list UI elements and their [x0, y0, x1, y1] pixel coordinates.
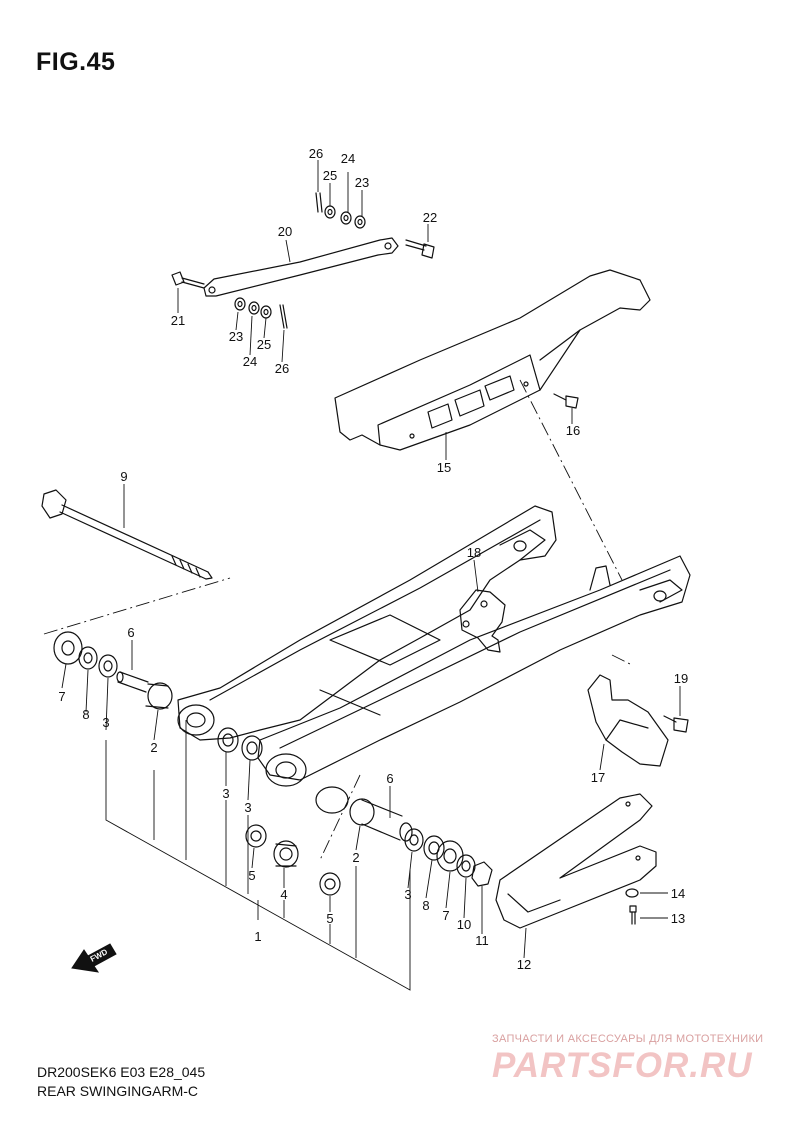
callout-26: 26 — [309, 146, 323, 161]
callout-17: 17 — [591, 770, 605, 785]
callout-4: 4 — [280, 887, 287, 902]
watermark-tagline: ЗАПЧАСТИ И АКСЕССУАРЫ ДЛЯ МОТОТЕХНИКИ — [492, 1033, 764, 1045]
callout-13: 13 — [671, 911, 685, 926]
torque-rod-part — [203, 237, 399, 297]
callout-3: 3 — [222, 786, 229, 801]
bolt-21-part — [171, 271, 205, 289]
callout-9: 9 — [120, 469, 127, 484]
callout-7: 7 — [442, 908, 449, 923]
callout-6: 6 — [127, 625, 134, 640]
callout-8: 8 — [82, 707, 89, 722]
bolt-22-part — [405, 239, 435, 259]
callout-25: 25 — [257, 337, 271, 352]
callout-23: 23 — [229, 329, 243, 344]
callout-18: 18 — [467, 545, 481, 560]
right-bearing-stack — [349, 798, 493, 887]
upper-fasteners — [315, 192, 366, 229]
callout-1: 1 — [254, 929, 261, 944]
callout-24: 24 — [243, 354, 257, 369]
chain-buffer-part — [495, 793, 657, 929]
callout-2: 2 — [352, 850, 359, 865]
model-code-label: DR200SEK6 E03 E28_045 — [37, 1064, 206, 1080]
figure-title: FIG.45 — [36, 48, 116, 76]
bolt-13-part — [629, 905, 637, 925]
pivot-bolt-part — [41, 489, 213, 580]
callout-11: 11 — [475, 933, 489, 948]
lower-fasteners — [234, 297, 288, 329]
watermark-logo: PARTSFOR.RU — [492, 1046, 753, 1085]
washer-14-part — [625, 888, 639, 898]
callout-5: 5 — [326, 911, 333, 926]
callout-12: 12 — [517, 957, 531, 972]
callout-3: 3 — [244, 800, 251, 815]
callout-8: 8 — [422, 898, 429, 913]
chain-case-part — [334, 269, 651, 451]
callout-7: 7 — [58, 689, 65, 704]
swingarm-part — [177, 505, 691, 814]
section-name-label: REAR SWINGINGARM-C — [37, 1083, 198, 1099]
fwd-arrow-icon: FWD — [71, 943, 117, 973]
callout-5: 5 — [248, 868, 255, 883]
callout-19: 19 — [674, 671, 688, 686]
callout-3: 3 — [404, 887, 411, 902]
callout-14: 14 — [671, 886, 685, 901]
callout-23: 23 — [355, 175, 369, 190]
callout-26: 26 — [275, 361, 289, 376]
chain-guide-17-part — [587, 674, 669, 767]
callout-22: 22 — [423, 210, 437, 225]
callout-3: 3 — [102, 715, 109, 730]
callout-15: 15 — [437, 460, 451, 475]
bolt-16-part — [553, 393, 579, 409]
left-bearing-stack — [53, 631, 341, 896]
callout-25: 25 — [323, 168, 337, 183]
callout-6: 6 — [386, 771, 393, 786]
callout-21: 21 — [171, 313, 185, 328]
bolt-19-part — [663, 715, 689, 733]
callout-20: 20 — [278, 224, 292, 239]
callout-10: 10 — [457, 917, 471, 932]
callout-2: 2 — [150, 740, 157, 755]
bracket-18-part — [459, 589, 506, 653]
callout-24: 24 — [341, 151, 355, 166]
callout-16: 16 — [566, 423, 580, 438]
